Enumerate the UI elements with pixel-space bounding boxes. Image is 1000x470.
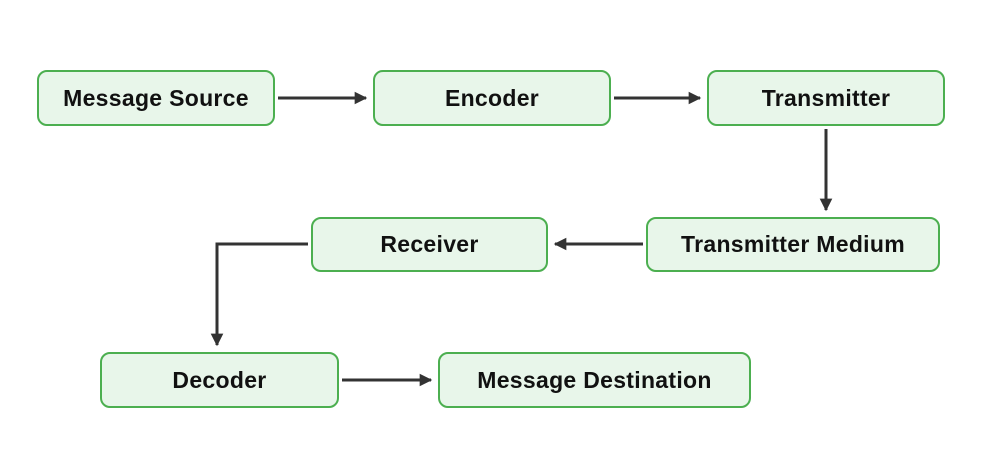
arrow-receiver-to-decoder bbox=[210, 242, 308, 347]
node-transmitter-label: Transmitter bbox=[761, 84, 891, 111]
node-decoder-label: Decoder bbox=[172, 366, 267, 393]
node-transmitter-medium-label: Transmitter Medium bbox=[681, 231, 905, 257]
node-message-source: Message Source bbox=[37, 70, 275, 126]
node-message-destination-label: Message Destination bbox=[477, 366, 712, 393]
node-encoder: Encoder bbox=[373, 70, 611, 126]
node-message-destination: Message Destination bbox=[438, 352, 751, 408]
node-receiver-label: Receiver bbox=[380, 231, 479, 257]
node-receiver: Receiver bbox=[311, 217, 548, 272]
node-transmitter: Transmitter bbox=[707, 70, 945, 126]
node-message-source-label: Message Source bbox=[63, 84, 249, 111]
node-encoder-label: Encoder bbox=[444, 84, 540, 111]
node-decoder: Decoder bbox=[100, 352, 339, 408]
node-transmitter-medium: Transmitter Medium bbox=[646, 217, 940, 272]
